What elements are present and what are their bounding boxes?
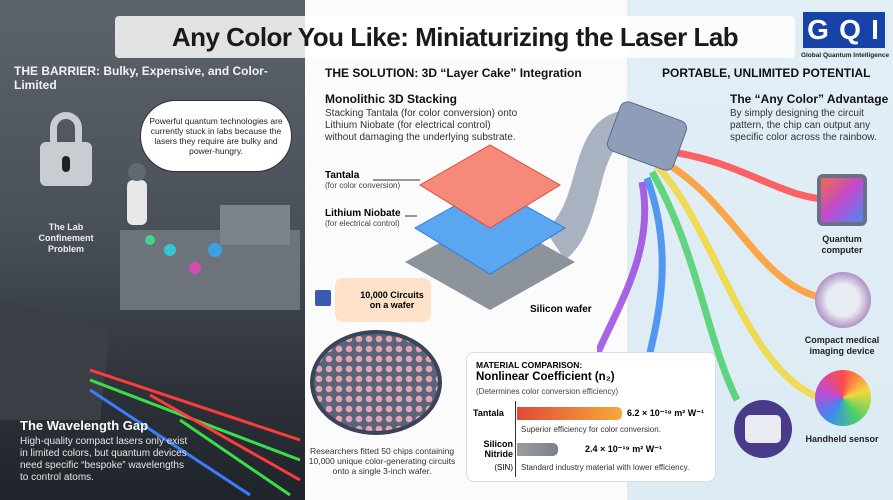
stacking-text: Stacking Tantala (for color conversion) …: [325, 108, 518, 143]
wafer-caption: Researchers fitted 50 chips containing 1…: [308, 446, 456, 476]
layer-name: Lithium Niobate: [325, 208, 401, 219]
potential-heading: PORTABLE, UNLIMITED POTENTIAL: [662, 66, 871, 80]
lab-equipment: [220, 205, 290, 245]
material-comparison-card: MATERIAL COMPARISON: Nonlinear Coefficie…: [466, 352, 716, 482]
laser-device: [0, 300, 110, 420]
bar-tantala: [517, 407, 622, 420]
rainbow-chip: [606, 101, 688, 171]
layer-label-niobate: Lithium Niobate (for electrical control): [325, 208, 401, 228]
gap-text: High-quality compact lasers only exist i…: [20, 436, 188, 483]
wafer-image: [310, 330, 442, 435]
advantage-text: By simply designing the circuit pattern,…: [730, 108, 877, 143]
thought-bubble: Powerful quantum technologies are curren…: [140, 100, 292, 172]
quantum-chip-icon: [817, 174, 867, 226]
value-silicon-nitride: 2.4 × 10⁻¹⁹ m² W⁻¹: [585, 444, 663, 454]
camera-icon: [734, 400, 792, 458]
value-tantala: 6.2 × 10⁻¹⁹ m² W⁻¹: [627, 408, 705, 418]
row-name-tantala: Tantala: [473, 408, 504, 418]
logo-subtitle: Global Quantum Intelligence: [800, 52, 890, 59]
chip-stack-illustration: [373, 110, 627, 310]
barrier-heading: THE BARRIER: Bulky, Expensive, and Color…: [14, 64, 268, 92]
chip-icon: [315, 290, 331, 306]
row-name-silicon-nitride: Silicon Nitride: [483, 439, 513, 459]
handheld-sensor-icon: [815, 370, 871, 426]
page-title: Any Color You Like: Miniaturizing the La…: [115, 16, 795, 58]
logo-letter: G: [807, 14, 831, 45]
gap-title: The Wavelength Gap: [20, 418, 149, 433]
logo-letter: I: [871, 14, 881, 45]
note-silicon-nitride: Standard industry material with lower ef…: [521, 463, 690, 472]
comparison-kicker: MATERIAL COMPARISON:: [476, 360, 583, 370]
bar-silicon-nitride: [517, 443, 558, 456]
app-label-quantum-computer: Quantum computer: [821, 234, 863, 255]
silicon-wafer-label: Silicon wafer: [530, 304, 592, 315]
laser-beams: [89, 368, 301, 497]
circuits-callout: 10,000 Circuits on a wafer: [335, 278, 431, 322]
solution-heading: THE SOLUTION: 3D “Layer Cake” Integratio…: [325, 66, 582, 80]
comparison-title: Nonlinear Coefficient (n₂): [476, 371, 615, 383]
layer-label-tantala: Tantala (for color conversion): [325, 170, 400, 190]
tantala-layer: [419, 144, 561, 229]
barrier-panel: THE BARRIER: Bulky, Expensive, and Color…: [0, 0, 305, 500]
waveguide-ribbon: [545, 110, 627, 260]
scientist: [127, 180, 147, 225]
medical-imaging-icon: [815, 272, 871, 328]
app-label-medical-device: Compact medical imaging device: [804, 335, 880, 356]
axis-line: [515, 401, 516, 477]
advantage-title: The “Any Color” Advantage: [730, 92, 889, 106]
layer-name: Tantala: [325, 170, 360, 181]
lab-illustration: [0, 163, 301, 497]
door-label: The Lab Confinement Problem: [38, 222, 94, 254]
note-tantala: Superior efficiency for color conversion…: [521, 425, 661, 434]
app-label-handheld-sensor: Handheld sensor: [805, 434, 879, 444]
layer-note: (for color conversion): [325, 181, 401, 190]
row-sub-sin: (SIN): [494, 463, 513, 472]
lock-icon: [40, 112, 92, 192]
comparison-subtitle: (Determines color conversion efficiency): [476, 387, 619, 396]
stacking-title: Monolithic 3D Stacking: [325, 92, 458, 106]
logo-letter: Q: [839, 14, 863, 45]
layer-note: (for electrical control): [325, 219, 400, 228]
